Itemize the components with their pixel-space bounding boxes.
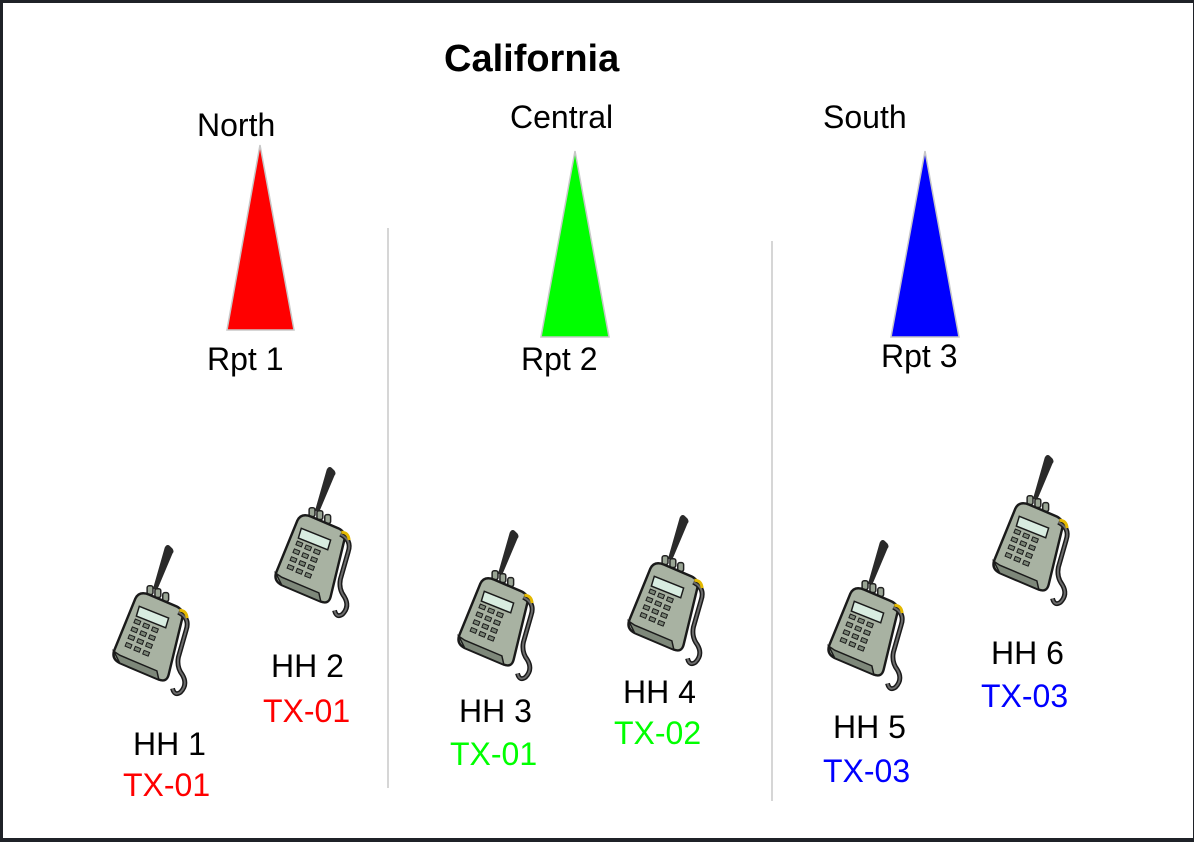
- handheld-channel-3: TX-01: [450, 736, 538, 772]
- handheld-label-4: HH 4: [623, 674, 696, 710]
- repeater-tower-icon: [540, 150, 610, 338]
- diagram-title: California: [444, 38, 620, 80]
- handheld-radio-icon: [623, 508, 711, 673]
- handheld-channel-6: TX-03: [981, 678, 1069, 714]
- diagram-canvas: California North Central South Rpt 1 Rpt…: [3, 3, 1193, 838]
- region-label-central: Central: [510, 99, 614, 135]
- repeater-label-2: Rpt 2: [521, 341, 598, 377]
- handheld-label-1: HH 1: [133, 726, 206, 762]
- repeater-tower-icon: [226, 144, 295, 331]
- region-label-north: North: [197, 107, 276, 143]
- handheld-label-5: HH 5: [833, 709, 906, 745]
- handheld-channel-2: TX-01: [263, 693, 351, 729]
- handheld-channel-4: TX-02: [614, 715, 702, 751]
- handheld-label-2: HH 2: [271, 648, 344, 684]
- region-label-south: South: [823, 99, 907, 135]
- repeater-label-1: Rpt 1: [207, 341, 284, 377]
- handheld-label-3: HH 3: [459, 693, 532, 729]
- handheld-channel-5: TX-03: [823, 753, 911, 789]
- repeater-label-3: Rpt 3: [881, 338, 958, 374]
- handheld-channel-1: TX-01: [123, 767, 211, 803]
- handheld-radio-icon: [823, 533, 911, 698]
- handheld-label-6: HH 6: [991, 635, 1064, 671]
- region-divider: [771, 241, 773, 801]
- handheld-radio-icon: [270, 460, 358, 625]
- repeater-tower-icon: [890, 150, 960, 338]
- region-divider: [387, 228, 389, 788]
- handheld-radio-icon: [108, 538, 196, 703]
- handheld-radio-icon: [988, 448, 1076, 613]
- handheld-radio-icon: [453, 523, 541, 688]
